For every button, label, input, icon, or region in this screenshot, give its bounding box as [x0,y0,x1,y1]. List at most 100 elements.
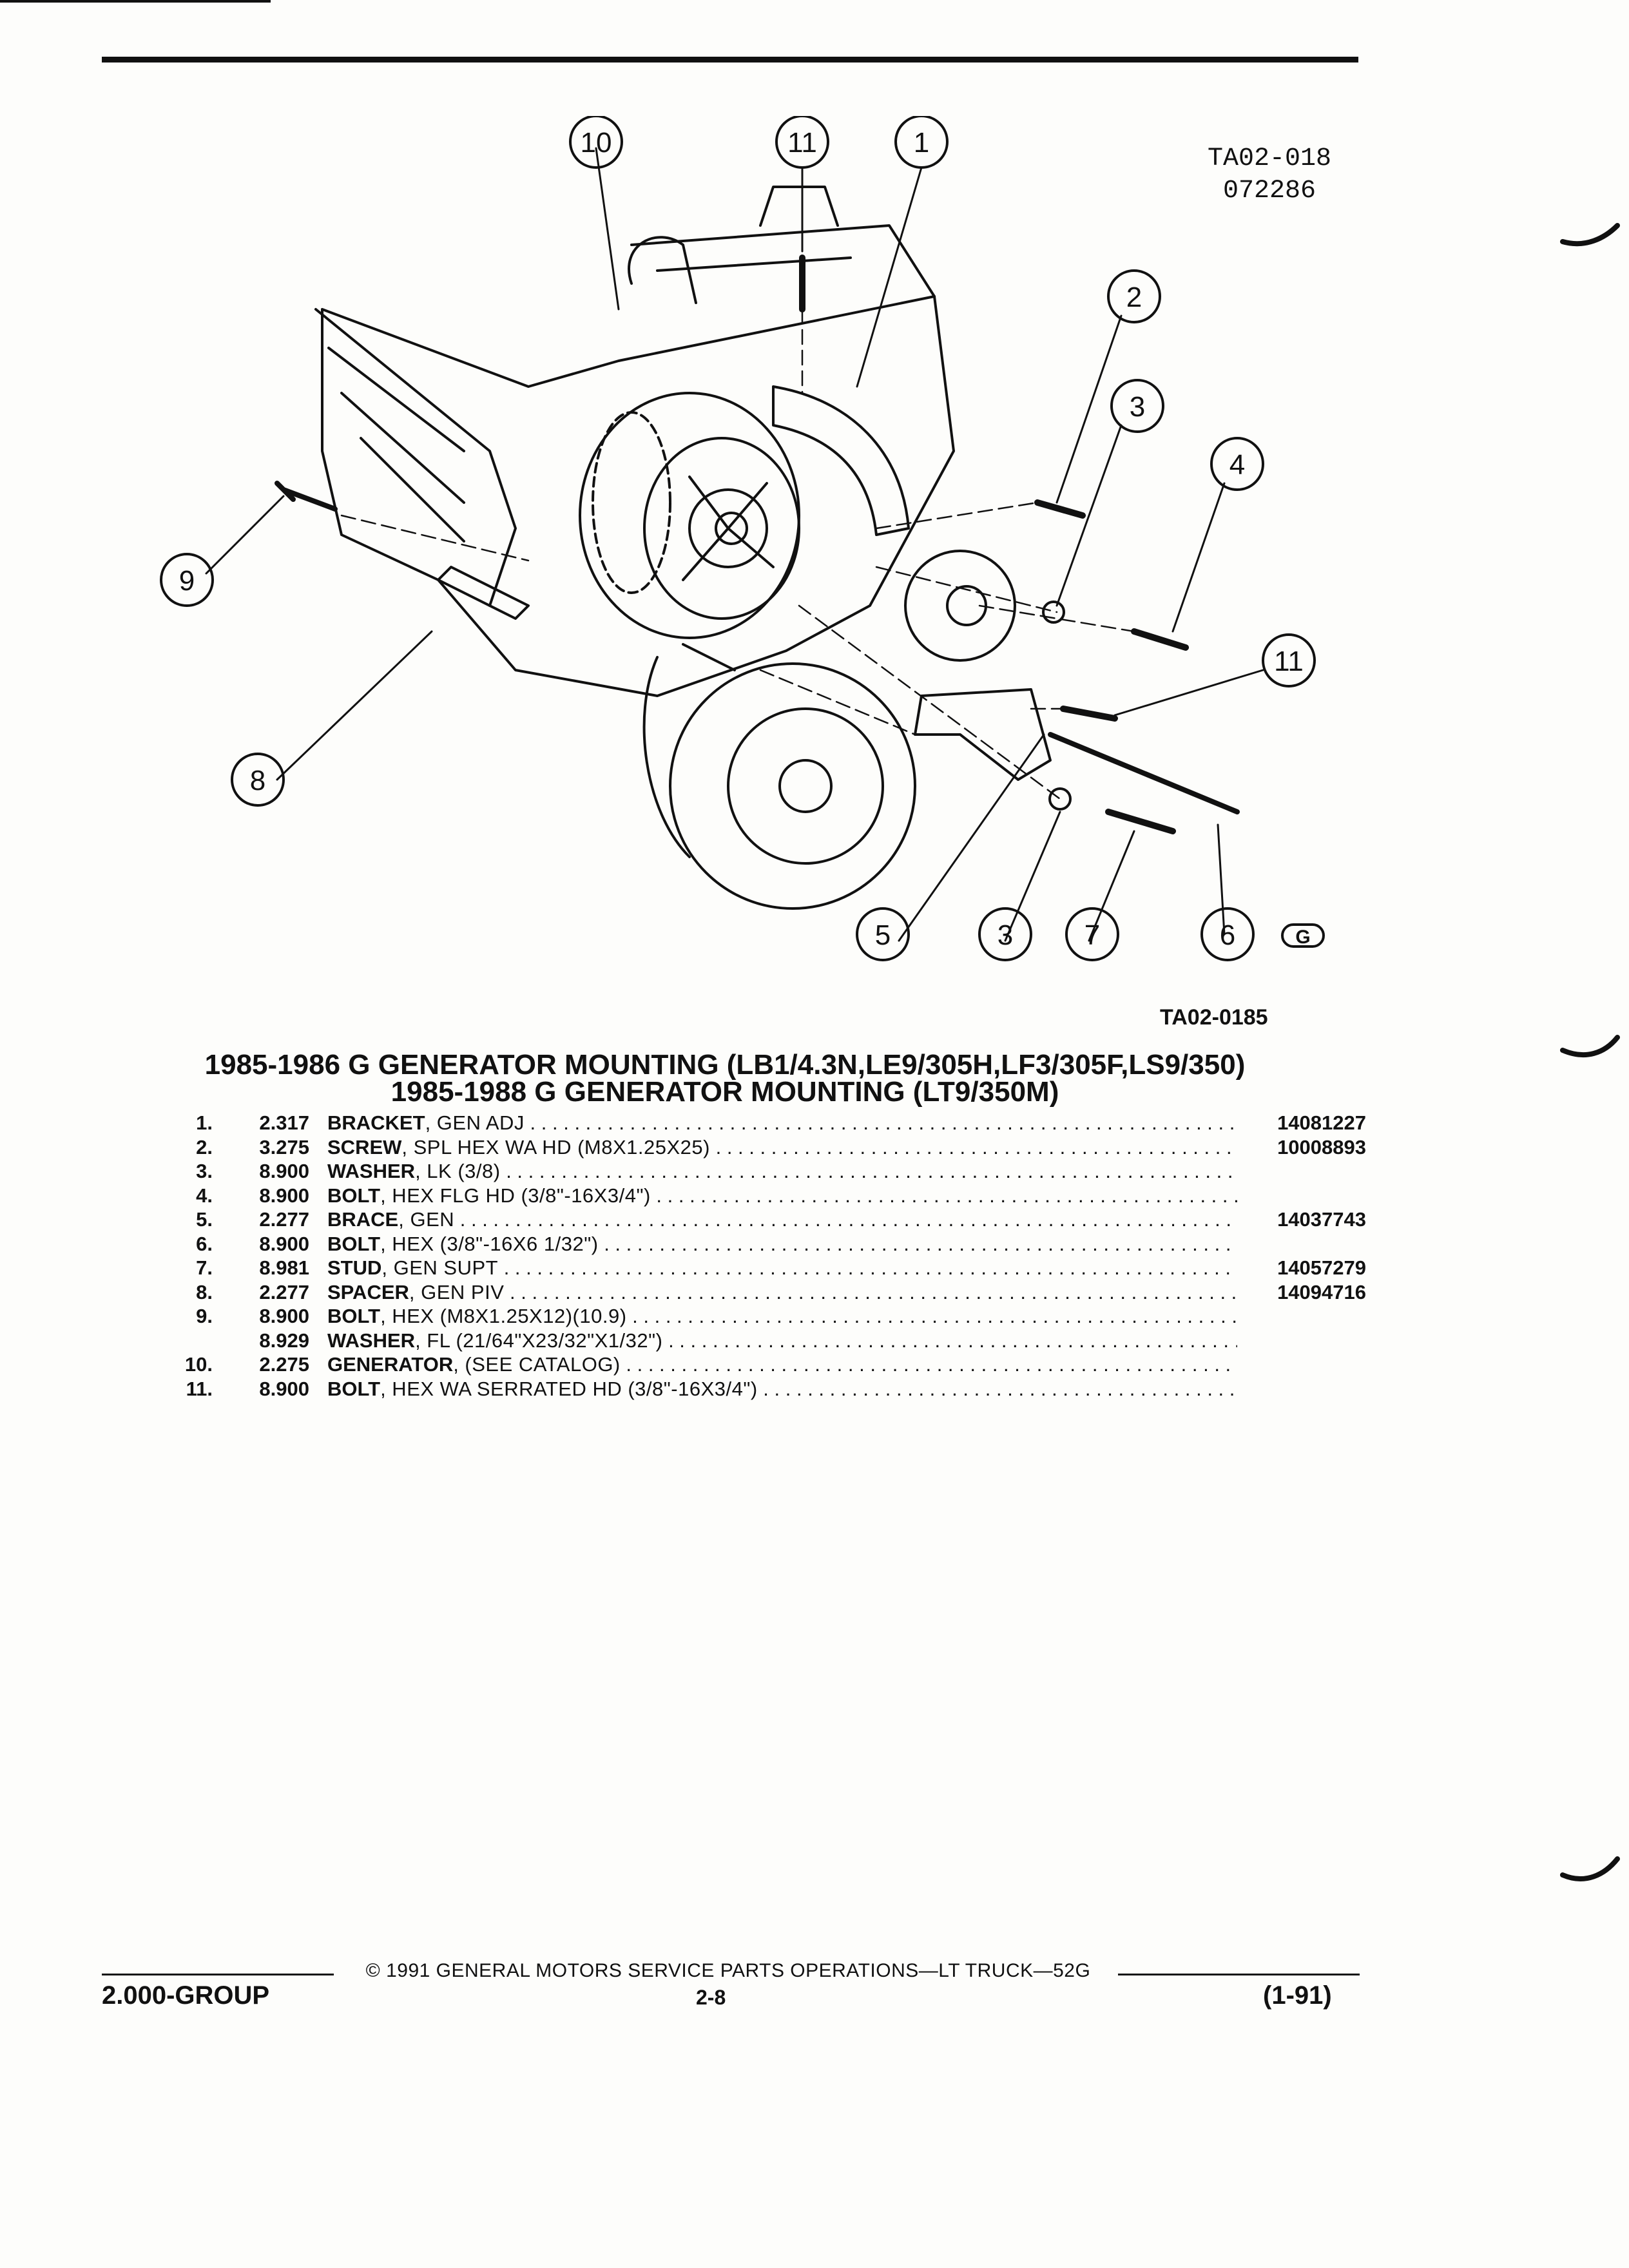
part-name: WASHER [327,1329,416,1352]
part-group-number: 8.900 [259,1184,309,1207]
part-description: WASHER, FL (21/64"X23/32"X1/32") [327,1329,1237,1353]
bolt-2-shape [1034,499,1086,519]
parts-list-row: 11. 8.900 BOLT, HEX WA SERRATED HD (3/8"-1… [161,1377,1366,1401]
part-spec: , GEN SUPT [381,1256,499,1279]
leader-lines [205,147,1264,942]
part-number: 14081227 [1277,1111,1366,1134]
g-logo-icon: G [1281,923,1325,948]
parts-list-row: 8.929 WASHER, FL (21/64"X23/32"X1/32") [161,1329,1366,1353]
bolt-4-shape [1131,628,1189,651]
part-index: 5. [196,1208,213,1231]
part-name: BOLT [327,1184,381,1207]
part-index: 2. [196,1135,213,1158]
water-pump-pulley [904,550,1016,662]
part-group-number: 2.275 [259,1353,309,1376]
part-description: SPACER, GEN PIV [327,1280,1237,1305]
part-description: BOLT, HEX (M8X1.25X12)(10.9) [327,1304,1237,1329]
part-index: 6. [196,1232,213,1255]
part-name: BRACKET [327,1111,425,1134]
parts-list-row: 6. 8.900 BOLT, HEX (3/8"-16X6 1/32") [161,1232,1366,1256]
binder-mark-2 [1560,1035,1620,1057]
part-spec: , (SEE CATALOG) [453,1353,621,1376]
bolt-6-shape [1048,732,1240,814]
part-description: BOLT, HEX WA SERRATED HD (3/8"-16X3/4") [327,1377,1237,1401]
part-group-number: 8.900 [259,1377,309,1400]
footer-rule-right [1118,1974,1360,1975]
footer-rule-left [102,1974,334,1975]
page-subtitle: 1985-1988 G GENERATOR MOUNTING (LT9/350M… [390,1076,1059,1108]
part-group-number: 8.929 [259,1329,309,1352]
svg-text:4: 4 [1229,449,1245,481]
part-group-number: 2.277 [259,1208,309,1231]
part-name: WASHER [327,1160,416,1182]
callout-3-upper: 3 [1110,379,1164,433]
svg-text:2: 2 [1126,282,1142,313]
bolt-11-lower-shape [1060,706,1118,722]
harmonic-balancer-inner [727,707,884,865]
part-spec: , GEN ADJ [425,1111,525,1134]
svg-text:5: 5 [875,919,891,951]
svg-text:11: 11 [1274,646,1304,677]
part-index: 11. [186,1377,213,1400]
part-description: STUD, GEN SUPT [327,1256,1237,1280]
generator-pulley-hub [715,512,748,545]
callout-7: 7 [1065,907,1119,961]
part-name: SPACER [327,1280,409,1303]
callout-4: 4 [1210,437,1264,491]
part-index: 7. [196,1256,213,1279]
binder-mark-1 [1560,223,1620,247]
parts-list-row: 10. 2.275 GENERATOR, (SEE CATALOG) [161,1352,1366,1377]
part-index: 4. [196,1184,213,1207]
svg-text:9: 9 [179,565,195,597]
header-rule [102,57,1358,62]
footer-page-number: 2-8 [696,1986,726,2009]
part-name: STUD [327,1256,382,1279]
thermostat-housing [628,236,697,304]
callout-8: 8 [231,753,285,807]
callout-10: 10 [569,116,623,169]
part-spec: , HEX FLG HD (3/8"-16X3/4") [380,1184,651,1207]
callout-5: 5 [856,907,910,961]
part-spec: , GEN PIV [409,1280,505,1303]
part-name: GENERATOR [327,1353,454,1376]
part-description: BRACKET, GEN ADJ [327,1111,1237,1135]
part-name: BOLT [327,1232,381,1255]
callout-9: 9 [160,553,214,607]
svg-text:3: 3 [1130,391,1145,423]
illustration-code: TA02-018 [1207,144,1332,173]
part-group-number: 2.277 [259,1280,309,1303]
part-group-number: 8.981 [259,1256,309,1279]
part-number: 14094716 [1277,1280,1366,1303]
illustration-code-block: TA02-018 072286 [1173,143,1366,207]
part-spec: , GEN [398,1208,455,1231]
adjust-bracket-shape [772,385,910,536]
stud-7-shape [1105,809,1176,834]
part-description: BRACE, GEN [327,1207,1237,1232]
part-description: BOLT, HEX (3/8"-16X6 1/32") [327,1232,1237,1256]
part-spec: , FL (21/64"X23/32"X1/32") [415,1329,663,1352]
callout-11-right: 11 [1262,633,1316,687]
callout-2: 2 [1107,269,1161,323]
part-name: SCREW [327,1135,402,1158]
part-group-number: 8.900 [259,1232,309,1255]
binder-hole-marks [1560,223,1620,1881]
part-name: BOLT [327,1305,381,1327]
part-index: 10. [184,1353,213,1376]
footer-date: (1-91) [1263,1981,1332,2010]
valve-cover [314,308,517,607]
corner-crop-mark [0,0,271,3]
pivot-spacer-shape [437,566,530,620]
footer-group: 2.000-GROUP [102,1981,270,2010]
part-group-number: 8.900 [259,1160,309,1182]
part-spec: , HEX WA SERRATED HD (3/8"-16X3/4") [380,1377,758,1400]
part-description: GENERATOR, (SEE CATALOG) [327,1352,1237,1377]
timing-cover [642,643,736,858]
part-group-number: 3.275 [259,1135,309,1158]
